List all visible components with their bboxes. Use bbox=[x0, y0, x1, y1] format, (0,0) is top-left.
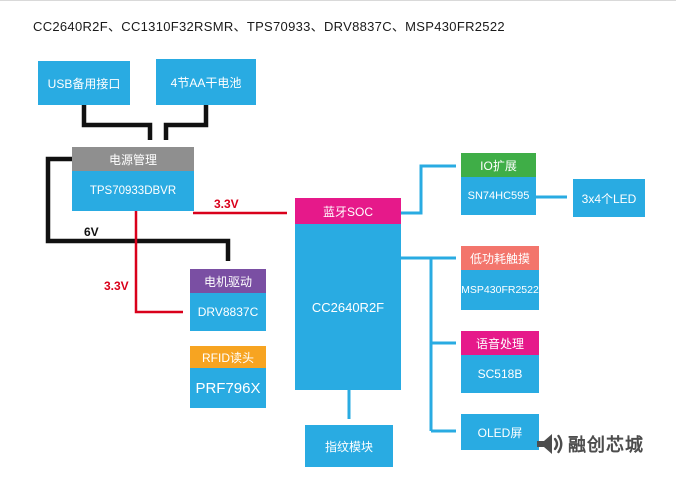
block-motor-drive: 电机驱动 DRV8837C bbox=[190, 269, 266, 331]
block-oled-label: OLED屏 bbox=[477, 425, 523, 440]
wire-usb-to-power bbox=[81, 105, 153, 140]
block-power-chip: TPS70933DBVR bbox=[72, 171, 194, 211]
block-rfid-header: RFID读头 bbox=[190, 346, 266, 368]
watermark: 融创芯城 bbox=[534, 429, 644, 459]
block-motor-header: 电机驱动 bbox=[190, 269, 266, 293]
block-usb-label: USB备用接口 bbox=[47, 76, 121, 91]
block-bluetooth-soc: 蓝牙SOC CC2640R2F bbox=[295, 198, 401, 390]
wire-battery-to-power bbox=[163, 105, 209, 140]
block-io-chip: SN74HC595 bbox=[461, 177, 536, 215]
block-motor-chip: DRV8837C bbox=[190, 293, 266, 331]
block-voice-processing: 语音处理 SC518B bbox=[461, 331, 539, 393]
page-title: CC2640R2F、CC1310F32RSMR、TPS70933、DRV8837… bbox=[33, 19, 505, 34]
block-power-management: 电源管理 TPS70933DBVR bbox=[72, 147, 194, 211]
block-soc-chip: CC2640R2F bbox=[295, 224, 401, 390]
block-battery-label: 4节AA干电池 bbox=[170, 75, 242, 90]
block-soc-header: 蓝牙SOC bbox=[295, 198, 401, 224]
block-usb: USB备用接口 bbox=[38, 61, 130, 105]
wire-label-3v3-motor: 3.3V bbox=[104, 279, 129, 293]
wire-soc-to-io-expand bbox=[401, 164, 456, 215]
wire-power-33v-to-motor bbox=[134, 211, 183, 314]
block-led: 3x4个LED bbox=[573, 179, 645, 217]
block-rfid-reader: RFID读头 PRF796X bbox=[190, 346, 266, 408]
block-io-header: IO扩展 bbox=[461, 153, 536, 177]
block-power-header: 电源管理 bbox=[72, 147, 194, 171]
block-oled: OLED屏 bbox=[461, 414, 539, 450]
wire-label-6v: 6V bbox=[84, 225, 99, 239]
megaphone-icon bbox=[537, 434, 563, 454]
watermark-text: 融创芯城 bbox=[568, 435, 644, 455]
block-io-expand: IO扩展 SN74HC595 bbox=[461, 153, 536, 215]
block-voice-header: 语音处理 bbox=[461, 331, 539, 355]
block-low-power-touch: 低功耗触摸 MSP430FR2522 bbox=[461, 246, 539, 310]
block-voice-chip: SC518B bbox=[461, 355, 539, 393]
wire-power-6v-to-motor bbox=[45, 156, 231, 261]
block-fingerprint-label: 指纹模块 bbox=[324, 439, 373, 454]
block-fingerprint: 指纹模块 bbox=[305, 425, 393, 467]
wire-label-3v3-soc: 3.3V bbox=[214, 197, 239, 211]
block-rfid-chip: PRF796X bbox=[190, 368, 266, 408]
block-touch-chip: MSP430FR2522 bbox=[461, 270, 539, 310]
block-battery: 4节AA干电池 bbox=[156, 59, 256, 105]
block-led-label: 3x4个LED bbox=[581, 191, 637, 206]
block-touch-header: 低功耗触摸 bbox=[461, 246, 539, 270]
